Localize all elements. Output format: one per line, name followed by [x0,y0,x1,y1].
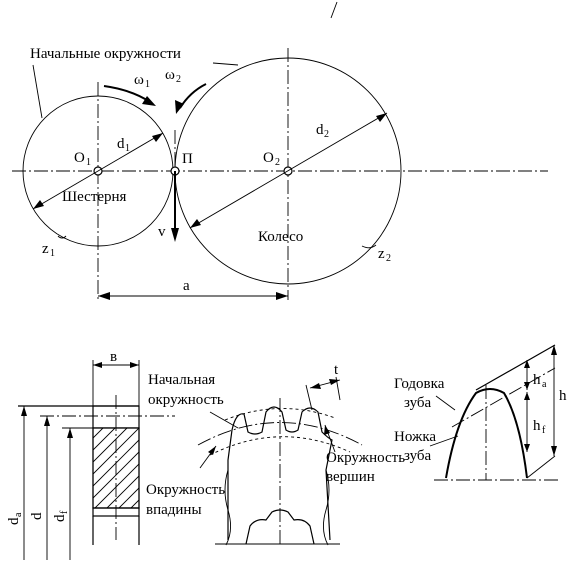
center-distance-label: a [183,278,190,294]
ha-arrow-bottom [524,382,530,390]
pitch-circles-leader-right [212,62,239,66]
h-arrow-top [551,345,557,355]
dedendum-label-1: Ножка [394,429,436,445]
gear-teeth-figure: t Начальная окружность Окружность впадин… [146,362,405,546]
hf-sub: f [542,425,546,436]
gear-mesh-figure: Начальные окружности ω 1 ω 2 O 1 O 2 d 1… [12,46,548,300]
root-circle-arc [209,436,351,456]
width-label: в [110,349,117,365]
addendum-label-1: Годовка [394,376,445,392]
tooth-profile [227,406,333,541]
hf-arrow-top [524,392,530,400]
pitch-t-ext-right [335,376,341,401]
d2-arrow-top [376,113,387,122]
z2-leader [361,244,377,249]
O2-label: O [263,150,274,166]
omega1-arrow-head [142,96,156,106]
h-label: h [559,388,567,404]
width-arrow-left [93,362,102,368]
O1-label: O [74,150,85,166]
da-label: d [6,517,22,525]
omega1-arrow [103,85,151,103]
addendum-label-2: зуба [404,395,432,411]
root-circle-leader-arrow [208,446,216,455]
gear-section-figure: в [6,349,175,560]
pitch-t-arrow-left [310,383,321,389]
velocity-label: v [158,224,166,240]
omega2-arrow-head [175,100,184,114]
hf-label: h [533,418,541,434]
a-arrow-left [98,292,110,300]
root-ext-line [526,455,556,479]
pitch-circle-arc [197,422,363,446]
pitch-circles-leader-left [32,64,43,119]
dedendum-leader [429,435,459,447]
pitch-circle-leader [209,411,239,429]
pitch-line [451,367,556,428]
z2-label: z [378,246,385,262]
omega2-arrow [179,83,207,109]
ha-label: h [533,372,541,388]
pitch-t-ext-left [305,384,313,411]
d1-arrow-top [152,133,163,142]
df-sub: f [59,510,70,514]
tip-circle-label-2: вершин [326,469,375,485]
df-arrow [67,428,73,438]
z1-label: z [42,241,49,257]
tip-line [475,344,556,391]
addendum-leader [435,395,456,411]
pitch-circles-label: Начальные окружности [30,46,181,62]
d1-dimension-line [32,132,164,210]
tooth-detail-figure: Годовка зуба Ножка зуба h a h f h [394,344,567,481]
d1-sub: 1 [125,143,130,154]
d2-arrow-bottom [190,219,201,228]
omega2-symbol: ω [165,67,175,83]
ha-arrow-top [524,360,530,368]
z1-leader [57,235,67,239]
ha-sub: a [542,379,547,390]
width-arrow-right [130,362,139,368]
pitch-t-label: t [334,362,339,378]
d2-sub: 2 [324,129,329,140]
dedendum-label-2: зуба [404,448,432,464]
pitch-t-arrow-right [329,379,340,385]
omega1-symbol: ω [134,72,144,88]
da-arrow [21,406,27,416]
pinion-label: Шестерня [62,189,127,205]
pitch-circle-label-1: Начальная [148,372,215,388]
d1-label: d [117,136,125,152]
pitch-point-label: П [182,151,193,167]
hf-arrow-bottom [524,444,530,452]
O2-sub: 2 [275,157,280,168]
d2-label: d [316,122,324,138]
d1-arrow-bottom [33,200,44,209]
h-arrow-bottom [551,446,557,456]
stray-mark [330,1,338,19]
wheel-label: Колесо [258,229,303,245]
break-line-left [224,469,231,546]
tip-circle-leader-arrow [324,425,330,435]
z2-sub: 2 [386,253,391,264]
df-label: d [52,514,68,522]
d-arrow [44,416,50,426]
z1-sub: 1 [50,248,55,259]
break-line-right [323,469,330,546]
tip-circle-label-1: Окружность [326,450,405,466]
tooth-outline [445,388,528,479]
omega1-sub: 1 [145,79,150,90]
root-circle-label-1: Окружность [146,482,225,498]
O1-sub: 1 [86,157,91,168]
a-arrow-right [276,292,288,300]
d2-dimension-line [189,112,388,229]
omega2-sub: 2 [176,74,181,85]
d-label: d [29,512,45,520]
root-circle-label-2: впадины [146,502,202,518]
da-sub: a [13,512,24,517]
velocity-arrow-head [171,228,179,242]
pitch-circle-label-2: окружность [148,392,224,408]
